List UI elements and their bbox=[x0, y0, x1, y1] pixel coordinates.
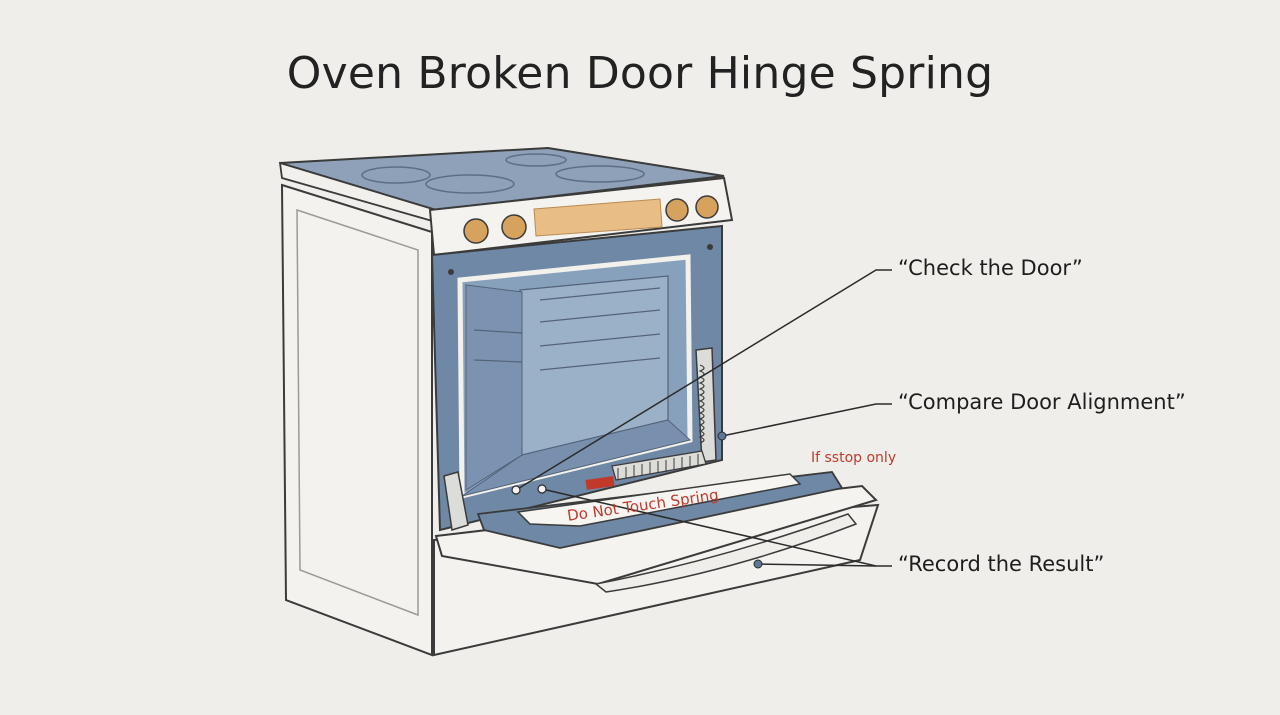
burner-2 bbox=[425, 174, 515, 194]
door-handle bbox=[594, 513, 858, 593]
knob-icon bbox=[665, 198, 689, 222]
leader-check-door bbox=[515, 269, 892, 491]
leader-record-result-2 bbox=[757, 563, 877, 567]
left-hinge-bracket bbox=[443, 471, 469, 531]
knob-icon bbox=[463, 218, 489, 244]
leader-compare-alignment bbox=[721, 403, 892, 437]
callout-dot bbox=[537, 484, 547, 494]
knob-icon bbox=[695, 195, 719, 219]
burner-1 bbox=[361, 166, 431, 184]
callout-compare-alignment: “Compare Door Alignment” bbox=[898, 390, 1186, 414]
callout-check-door: “Check the Door” bbox=[898, 256, 1083, 280]
display-panel bbox=[533, 198, 663, 237]
annotation-if-stop-only: If sstop only bbox=[811, 450, 897, 466]
burner-4 bbox=[555, 165, 645, 183]
burner-3 bbox=[505, 153, 567, 167]
callout-dot bbox=[717, 431, 727, 441]
callout-dot bbox=[511, 485, 521, 495]
leader-lines bbox=[515, 269, 892, 567]
cavity-floor bbox=[461, 419, 692, 497]
spring-warning-highlight bbox=[585, 476, 615, 490]
callout-record-result: “Record the Result” bbox=[898, 552, 1105, 576]
screw bbox=[707, 244, 713, 250]
oven-side-panel bbox=[280, 183, 433, 657]
knob-icon bbox=[501, 214, 527, 240]
callout-dot bbox=[753, 559, 763, 569]
knob-icons bbox=[463, 195, 719, 244]
oven-side-inset bbox=[296, 208, 419, 617]
door-window bbox=[516, 473, 802, 527]
oven-rack bbox=[473, 287, 661, 371]
cavity-left-wall bbox=[465, 284, 523, 491]
screw bbox=[448, 269, 454, 275]
diagram-title: Oven Broken Door Hinge Spring bbox=[286, 48, 994, 99]
